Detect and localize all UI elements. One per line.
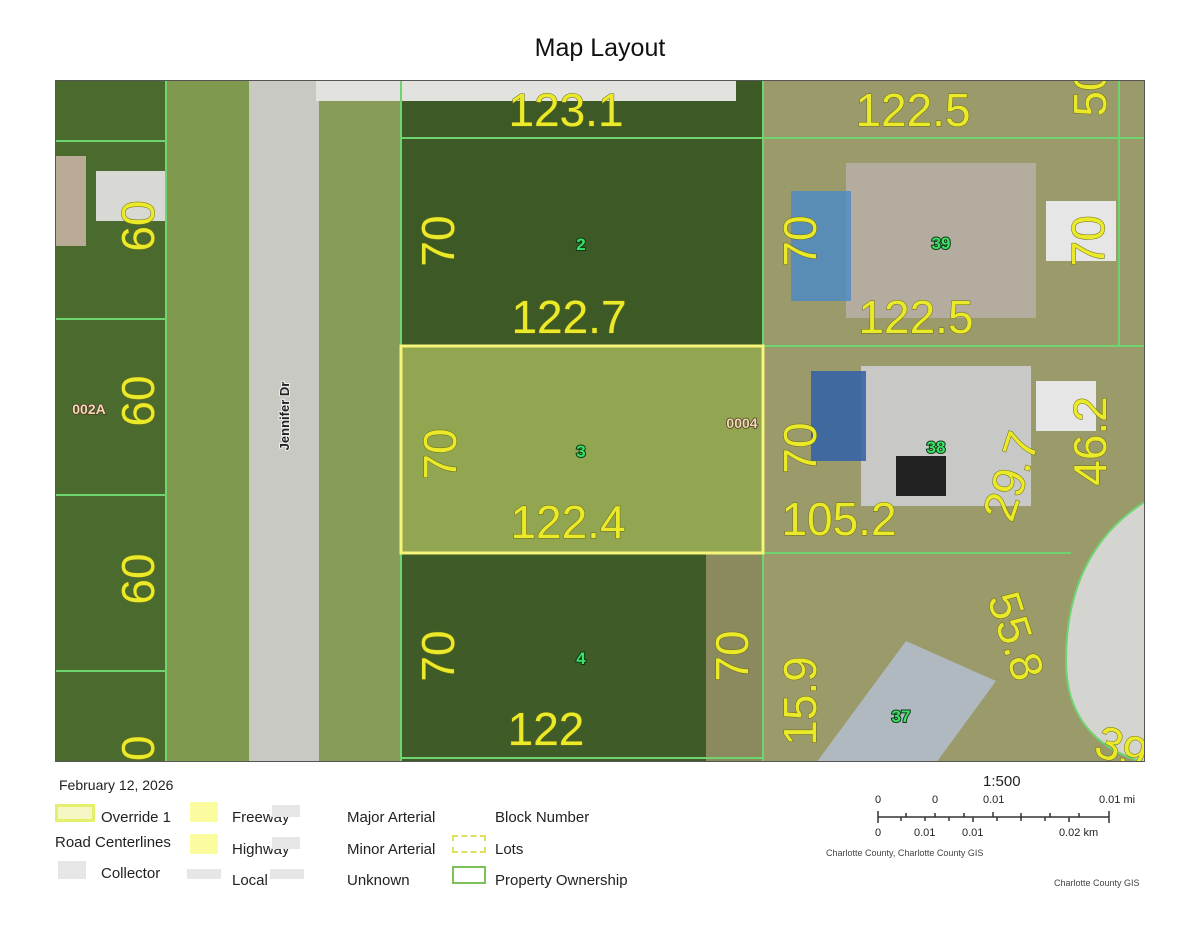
map-date: February 12, 2026 [59,777,174,793]
dimension-label: 46.2 [1064,396,1116,486]
dimension-label: 70 [412,215,464,266]
vegetation [401,81,763,346]
legend-label: Collector [101,865,161,882]
scale-tick-label: 0.01 [962,827,984,839]
legend-label: Major Arterial [347,809,436,826]
pool-38 [811,371,866,461]
road-label: Jennifer Dr [277,382,292,451]
dimension-label: 15.9 [774,656,826,746]
dimension-label: 60 [112,553,164,604]
top-road [316,81,736,101]
pool-39 [791,191,851,301]
legend-swatch-lots [452,835,486,853]
legend-label: Block Number [495,809,590,826]
legend-label: Unknown [347,872,410,889]
selected-lot-override[interactable] [399,344,765,555]
legend-swatch-highway [190,834,218,854]
dimension-label: 70 [414,428,466,479]
lot-number: 39 [932,234,951,253]
legend-swatch-freeway [190,802,218,822]
dimension-label: 122.7 [511,291,626,343]
lot-number: 4 [576,649,586,668]
lot-number: 2 [576,235,585,254]
scale-tick-label: 0.01 mi [1099,794,1136,806]
legend-label: Local [232,872,268,889]
lot-number: 3 [576,442,585,461]
legend-label: Override 1 [101,809,172,826]
legend-swatch-major-arterial [272,805,300,817]
map-credit: Charlotte County GIS [1054,878,1140,888]
legend-swatch-minor-arterial [272,837,300,849]
solar-panels [896,456,946,496]
dimension-label: 122.5 [855,84,970,136]
scale-tick-label: 0 [932,794,939,806]
legend-label: Lots [495,841,524,858]
watermark: StellarMLS [1150,457,1200,472]
map-credit: Charlotte County, Charlotte County GIS [826,848,984,858]
grass-strip [319,81,401,761]
vegetation [401,553,763,761]
legend-swatch-unknown [270,869,304,879]
scale-tick-label: 0.02 km [1059,827,1099,839]
legend-swatch-override [55,804,95,822]
lot-number: 38 [927,438,946,457]
grass-strip [166,81,249,761]
dimension-label: 60 [112,375,164,426]
legend-swatch-property-ownership [452,866,486,884]
legend-swatch-local [187,869,221,879]
legend-label: Minor Arterial [347,841,436,858]
scale-tick-label: 0.01 [983,794,1005,806]
dimension-label: 70 [412,630,464,681]
map-view[interactable]: 123.1 122.5 50 60 60 60 60 70 70 70 122.… [55,80,1145,762]
map-title: Map Layout [534,34,666,62]
scale-bar [877,811,1110,823]
scale-ratio: 1:500 [983,773,1021,790]
lot-number: 37 [892,707,911,726]
dimension-label: 70 [774,215,826,266]
house-roof-39 [846,163,1036,318]
dimension-label: 70 [774,422,826,473]
legend-swatch-collector [58,861,86,879]
bare-ground [706,553,763,761]
dimension-label: 122.4 [510,496,625,548]
dimension-label: 122.5 [858,291,973,343]
dimension-label: 70 [706,630,758,681]
scale-tick-label: 0.01 [914,827,936,839]
dimension-label: 105.2 [781,493,896,545]
block-number: 0004 [726,415,757,431]
block-number: 002A [72,401,105,417]
dimension-label: 70 [1062,215,1114,266]
scale-tick-label: 0 [875,827,882,839]
dimension-label: 123.1 [508,84,623,136]
dimension-label: 122 [508,703,585,755]
road-jennifer-dr [249,81,319,761]
driveway [1046,201,1116,261]
house-roof-37 [817,641,996,761]
legend-label: Road Centerlines [55,834,171,851]
legend-label: Property Ownership [495,872,628,889]
driveway [1036,381,1096,431]
house-roof [56,156,86,246]
dimension-label: 50 [1064,81,1116,117]
map-canvas: 123.1 122.5 50 60 60 60 60 70 70 70 122.… [56,81,1144,762]
dimension-label: 60 [112,200,164,251]
dimension-label: 60 [112,735,164,762]
scale-tick-label: 0 [875,794,882,806]
